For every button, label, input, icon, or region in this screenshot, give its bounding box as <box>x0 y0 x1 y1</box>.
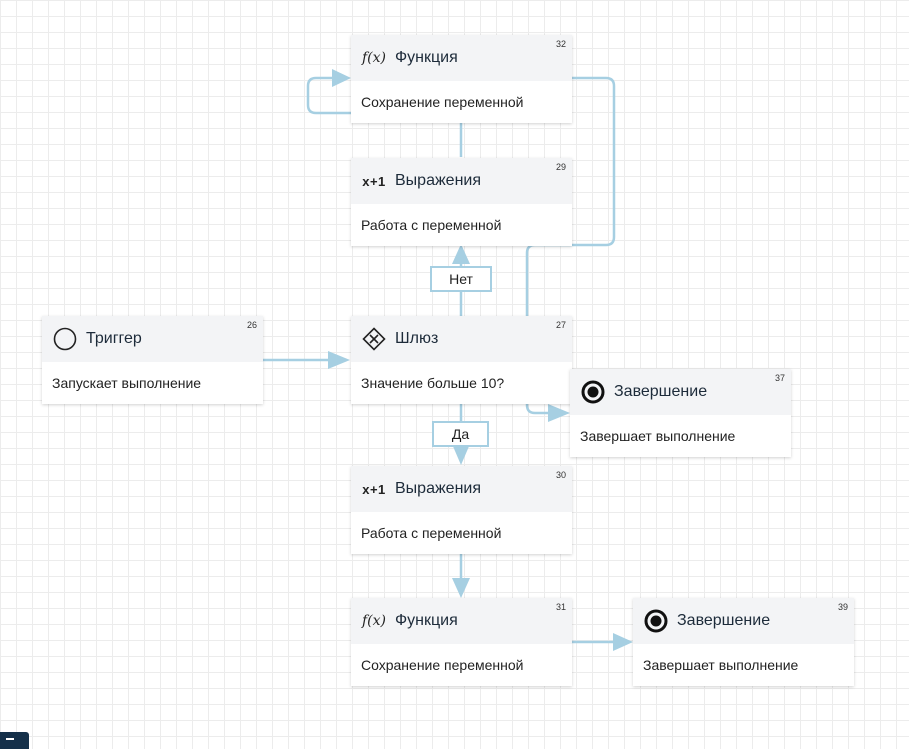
node-title: Функция <box>395 612 458 629</box>
node-id: 37 <box>774 373 785 383</box>
node-header: Триггер <box>42 316 263 362</box>
end-target-icon <box>643 608 669 634</box>
node-description: Запускает выполнение <box>52 375 202 391</box>
arrowhead-end39 <box>613 633 633 651</box>
node-id: 30 <box>555 470 566 480</box>
node-trigger-26[interactable]: Триггер 26 Запускает выполнение <box>42 316 263 404</box>
node-description: Работа с переменной <box>361 217 502 233</box>
node-end-39[interactable]: Завершение 39 Завершает выполнение <box>633 598 854 686</box>
gateway-diamond-icon <box>361 326 387 352</box>
node-description: Сохранение переменной <box>361 94 524 110</box>
node-gateway-27[interactable]: Шлюз 27 Значение больше 10? <box>351 316 572 404</box>
node-description: Завершает выполнение <box>580 428 736 444</box>
node-title: Выражения <box>395 480 482 497</box>
node-description: Значение больше 10? <box>361 375 505 391</box>
end-target-icon <box>580 379 606 405</box>
edge-label-no[interactable]: Нет <box>430 266 492 292</box>
node-title: Завершение <box>614 383 708 400</box>
arrowhead-expr30 <box>452 444 470 465</box>
x-plus-one-icon: x+1 <box>362 481 386 497</box>
node-expressions-29[interactable]: x+1 Выражения 29 Работа с переменной <box>351 158 572 246</box>
node-header: Завершение <box>570 369 791 415</box>
node-title: Функция <box>395 49 458 66</box>
node-description: Завершает выполнение <box>643 657 799 673</box>
node-id: 27 <box>555 320 566 330</box>
node-end-37[interactable]: Завершение 37 Завершает выполнение <box>570 369 791 457</box>
arrowhead-func32-loop <box>332 69 351 87</box>
edge-func32-loop <box>306 76 351 115</box>
x-plus-one-icon: x+1 <box>362 173 386 189</box>
node-header: Шлюз <box>351 316 572 362</box>
node-title: Завершение <box>677 612 771 629</box>
node-title: Шлюз <box>395 330 439 347</box>
node-header: x+1 Выражения <box>351 158 572 204</box>
node-function-31[interactable]: f(x) Функция 31 Сохранение переменной <box>351 598 572 686</box>
node-function-32[interactable]: f(x) Функция 32 Сохранение переменной <box>351 35 572 123</box>
arrowhead-gateway <box>328 351 350 369</box>
node-header: Завершение <box>633 598 854 644</box>
node-title: Триггер <box>86 330 142 347</box>
node-description: Работа с переменной <box>361 525 502 541</box>
node-expressions-30[interactable]: x+1 Выражения 30 Работа с переменной <box>351 466 572 554</box>
node-header: f(x) Функция <box>351 598 572 644</box>
circle-icon <box>52 326 78 352</box>
function-fx-icon: f(x) <box>361 50 386 66</box>
minus-icon <box>6 738 14 740</box>
edge-label-yes[interactable]: Да <box>432 421 489 447</box>
node-id: 26 <box>246 320 257 330</box>
arrowhead-func31 <box>452 578 470 598</box>
node-id: 29 <box>555 162 566 172</box>
panel-toggle-button[interactable] <box>0 732 29 749</box>
node-id: 31 <box>555 602 566 612</box>
node-id: 32 <box>555 39 566 49</box>
node-header: x+1 Выражения <box>351 466 572 512</box>
node-header: f(x) Функция <box>351 35 572 81</box>
function-fx-icon: f(x) <box>361 613 386 629</box>
arrowhead-end37 <box>548 404 570 422</box>
node-title: Выражения <box>395 172 482 189</box>
node-description: Сохранение переменной <box>361 657 524 673</box>
node-id: 39 <box>837 602 848 612</box>
arrowhead-expr29 <box>452 244 470 264</box>
